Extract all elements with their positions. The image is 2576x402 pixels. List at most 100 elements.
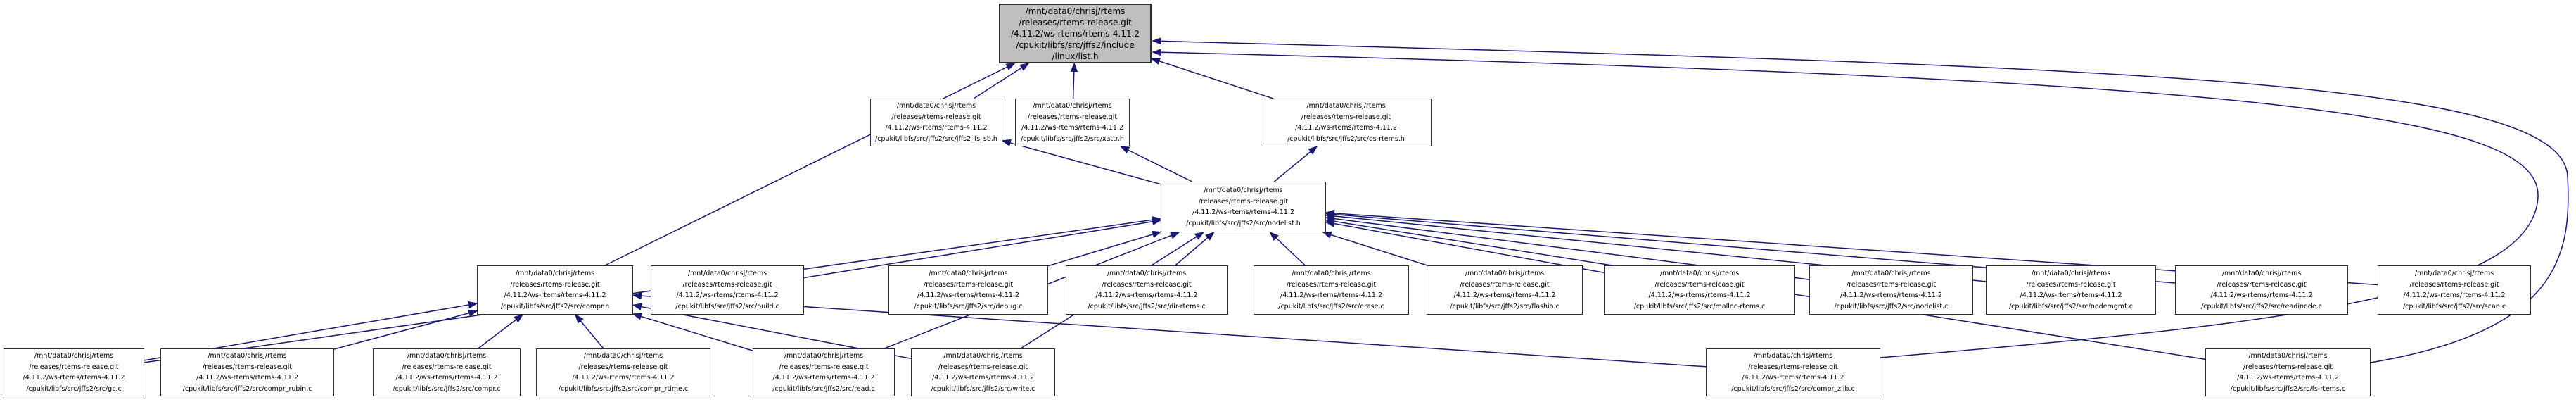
node-label-line: /4.11.2/ws-rtems/rtems-4.11.2 bbox=[1295, 124, 1397, 132]
node-label-line: /mnt/data0/chrisj/rtems bbox=[1753, 352, 1833, 360]
node-label-line: /releases/rtems-release.git bbox=[682, 280, 772, 289]
node-label-line: /releases/rtems-release.git bbox=[2409, 280, 2499, 289]
include-edge-read_c-to-compr_h bbox=[632, 313, 753, 351]
node-label-line: /cpukit/libfs/src/jffs2/src/nodelist.h bbox=[1186, 219, 1301, 227]
node-label-line: /cpukit/libfs/src/jffs2/src/build.c bbox=[675, 302, 779, 310]
node-label-line: /4.11.2/ws-rtems/rtems-4.11.2 bbox=[395, 374, 498, 382]
graph-node-read_c[interactable]: /mnt/data0/chrisj/rtems/releases/rtems-r… bbox=[753, 348, 895, 396]
graph-node-compr_h[interactable]: /mnt/data0/chrisj/rtems/releases/rtems-r… bbox=[477, 265, 633, 315]
graph-node-malloc_rtems_c[interactable]: /mnt/data0/chrisj/rtems/releases/rtems-r… bbox=[1604, 265, 1795, 315]
node-label-line: /releases/rtems-release.git bbox=[1654, 280, 1745, 289]
node-label-line: /releases/rtems-release.git bbox=[1286, 280, 1377, 289]
node-label-line: /releases/rtems-release.git bbox=[1301, 113, 1391, 121]
include-edge-compr_zlib_c-to-list_h bbox=[1152, 49, 2539, 358]
graph-node-nodelist_c[interactable]: /mnt/data0/chrisj/rtems/releases/rtems-r… bbox=[1809, 265, 1973, 315]
node-label-line: /mnt/data0/chrisj/rtems bbox=[2414, 270, 2494, 277]
node-label-line: /mnt/data0/chrisj/rtems bbox=[896, 102, 976, 110]
node-label-line: /releases/rtems-release.git bbox=[402, 363, 492, 371]
node-label-line: /4.11.2/ws-rtems/rtems-4.11.2 bbox=[772, 374, 875, 382]
node-label-line: /mnt/data0/chrisj/rtems bbox=[943, 352, 1023, 360]
graph-node-debug_c[interactable]: /mnt/data0/chrisj/rtems/releases/rtems-r… bbox=[888, 265, 1048, 315]
include-edge-erase_c-to-nodelist_h bbox=[1269, 231, 1306, 266]
node-label-line: /cpukit/libfs/src/jffs2/src/erase.c bbox=[1278, 302, 1384, 310]
node-label-line: /mnt/data0/chrisj/rtems bbox=[1659, 270, 1740, 277]
node-label-line: /releases/rtems-release.git bbox=[1198, 197, 1289, 206]
node-label-line: /releases/rtems-release.git bbox=[1460, 280, 1550, 289]
node-label-line: /cpukit/libfs/src/jffs2/src/gc.c bbox=[26, 384, 122, 393]
graph-node-xattr_h[interactable]: /mnt/data0/chrisj/rtems/releases/rtems-r… bbox=[1015, 99, 1130, 146]
graph-node-jffs2_fs_sb_h[interactable]: /mnt/data0/chrisj/rtems/releases/rtems-r… bbox=[870, 99, 1002, 146]
include-edge-compr_zlib_c-to-compr_h bbox=[632, 291, 1707, 368]
graph-node-write_c[interactable]: /mnt/data0/chrisj/rtems/releases/rtems-r… bbox=[911, 348, 1055, 396]
graph-node-compr_c[interactable]: /mnt/data0/chrisj/rtems/releases/rtems-r… bbox=[373, 348, 521, 396]
include-edge-dir_rtems_c-to-nodelist_h bbox=[1175, 232, 1215, 266]
node-label-line: /releases/rtems-release.git bbox=[1019, 17, 1132, 27]
graph-node-nodelist_h[interactable]: /mnt/data0/chrisj/rtems/releases/rtems-r… bbox=[1161, 182, 1326, 232]
node-label-line: /4.11.2/ws-rtems/rtems-4.11.2 bbox=[1453, 291, 1556, 299]
node-label-line: /4.11.2/ws-rtems/rtems-4.11.2 bbox=[932, 374, 1034, 382]
node-label-line: /cpukit/libfs/src/jffs2/include bbox=[1016, 39, 1135, 50]
include-edge-nodelist_h-to-os_rtems_h bbox=[1273, 146, 1318, 182]
node-label-line: /releases/rtems-release.git bbox=[202, 363, 293, 371]
graph-node-compr_rtime_c[interactable]: /mnt/data0/chrisj/rtems/releases/rtems-r… bbox=[536, 348, 710, 396]
include-edge-malloc_rtems_c-to-nodelist_h bbox=[1325, 220, 1605, 274]
node-label-line: /releases/rtems-release.git bbox=[578, 363, 668, 371]
graph-node-build_c[interactable]: /mnt/data0/chrisj/rtems/releases/rtems-r… bbox=[651, 265, 804, 315]
graph-node-nodemgmt_c[interactable]: /mnt/data0/chrisj/rtems/releases/rtems-r… bbox=[1986, 265, 2156, 315]
node-label-line: /releases/rtems-release.git bbox=[1102, 280, 1192, 289]
graph-node-erase_c[interactable]: /mnt/data0/chrisj/rtems/releases/rtems-r… bbox=[1254, 265, 1409, 315]
node-label-line: /releases/rtems-release.git bbox=[2243, 363, 2333, 371]
node-label-line: /4.11.2/ws-rtems/rtems-4.11.2 bbox=[917, 291, 1019, 299]
node-label-line: /cpukit/libfs/src/jffs2/src/compr.h bbox=[500, 302, 610, 310]
node-label-line: /cpukit/libfs/src/jffs2/src/nodelist.c bbox=[1834, 302, 1949, 310]
node-label-line: /cpukit/libfs/src/jffs2/src/dir-rtems.c bbox=[1088, 302, 1206, 310]
node-label-line: /4.11.2/ws-rtems/rtems-4.11.2 bbox=[23, 374, 125, 382]
include-edge-debug_c-to-nodelist_h bbox=[1047, 230, 1162, 267]
node-label-line: /mnt/data0/chrisj/rtems bbox=[1204, 187, 1283, 194]
node-label-line: /mnt/data0/chrisj/rtems bbox=[784, 352, 864, 360]
node-label-line: /cpukit/libfs/src/jffs2/src/compr_rubin.… bbox=[182, 384, 312, 393]
graph-node-scan_c[interactable]: /mnt/data0/chrisj/rtems/releases/rtems-r… bbox=[2378, 265, 2531, 315]
graph-node-compr_rubin_c[interactable]: /mnt/data0/chrisj/rtems/releases/rtems-r… bbox=[160, 348, 334, 396]
graph-node-flashio_c[interactable]: /mnt/data0/chrisj/rtems/releases/rtems-r… bbox=[1427, 265, 1583, 315]
node-label-line: /releases/rtems-release.git bbox=[510, 280, 600, 289]
node-label-line: /mnt/data0/chrisj/rtems bbox=[1292, 270, 1371, 277]
node-label-line: /4.11.2/ws-rtems/rtems-4.11.2 bbox=[1095, 291, 1198, 299]
graph-node-gc_c[interactable]: /mnt/data0/chrisj/rtems/releases/rtems-r… bbox=[4, 348, 144, 396]
node-label-line: /4.11.2/ws-rtems/rtems-4.11.2 bbox=[572, 374, 675, 382]
node-label-line: /mnt/data0/chrisj/rtems bbox=[929, 270, 1008, 277]
graph-node-os_rtems_h[interactable]: /mnt/data0/chrisj/rtems/releases/rtems-r… bbox=[1261, 99, 1432, 146]
include-edge-nodelist_h-to-jffs2_fs_sb_h bbox=[1001, 139, 1161, 185]
node-label-line: /4.11.2/ws-rtems/rtems-4.11.2 bbox=[2237, 374, 2339, 382]
node-label-line: /mnt/data0/chrisj/rtems bbox=[1107, 270, 1187, 277]
node-label-line: /cpukit/libfs/src/jffs2/src/readinode.c bbox=[2201, 302, 2322, 310]
node-label-line: /mnt/data0/chrisj/rtems bbox=[1306, 102, 1386, 110]
include-edge-compr_c-to-compr_h bbox=[478, 314, 524, 349]
node-label-line: /cpukit/libfs/src/jffs2/src/fs-rtems.c bbox=[2230, 384, 2346, 393]
node-label-line: /mnt/data0/chrisj/rtems bbox=[687, 270, 767, 277]
node-label-line: /releases/rtems-release.git bbox=[779, 363, 869, 371]
node-label-line: /4.11.2/ws-rtems/rtems-4.11.2 bbox=[1021, 124, 1123, 132]
graph-node-readinode_c[interactable]: /mnt/data0/chrisj/rtems/releases/rtems-r… bbox=[2175, 265, 2348, 315]
node-label-line: /4.11.2/ws-rtems/rtems-4.11.2 bbox=[1192, 208, 1294, 216]
node-label-line: /releases/rtems-release.git bbox=[891, 113, 981, 121]
graph-node-list_h[interactable]: /mnt/data0/chrisj/rtems/releases/rtems-r… bbox=[999, 4, 1152, 63]
node-label-line: /releases/rtems-release.git bbox=[2217, 280, 2307, 289]
node-label-line: /mnt/data0/chrisj/rtems bbox=[1025, 6, 1126, 16]
node-label-line: /mnt/data0/chrisj/rtems bbox=[2248, 352, 2328, 360]
node-label-line: /releases/rtems-release.git bbox=[29, 363, 119, 371]
include-edge-compr_rtime_c-to-compr_h bbox=[575, 313, 604, 349]
node-label-line: /releases/rtems-release.git bbox=[2026, 280, 2116, 289]
graph-node-compr_zlib_c[interactable]: /mnt/data0/chrisj/rtems/releases/rtems-r… bbox=[1706, 348, 1880, 396]
node-label-line: /mnt/data0/chrisj/rtems bbox=[407, 352, 487, 360]
node-label-line: /4.11.2/ws-rtems/rtems-4.11.2 bbox=[1280, 291, 1382, 299]
include-edge-flashio_c-to-nodelist_h bbox=[1322, 231, 1428, 266]
node-label-line: /mnt/data0/chrisj/rtems bbox=[2031, 270, 2111, 277]
graph-node-dir_rtems_c[interactable]: /mnt/data0/chrisj/rtems/releases/rtems-r… bbox=[1066, 265, 1228, 315]
node-label-line: /4.11.2/ws-rtems/rtems-4.11.2 bbox=[1742, 374, 1844, 382]
node-label-line: /cpukit/libfs/src/jffs2/src/nodemgmt.c bbox=[2008, 302, 2134, 310]
node-label-line: /mnt/data0/chrisj/rtems bbox=[208, 352, 287, 360]
graph-node-fs_rtems_c[interactable]: /mnt/data0/chrisj/rtems/releases/rtems-r… bbox=[2205, 348, 2371, 396]
node-label-line: /4.11.2/ws-rtems/rtems-4.11.2 bbox=[676, 291, 779, 299]
include-edge-compr_rubin_c-to-compr_h bbox=[333, 309, 478, 350]
